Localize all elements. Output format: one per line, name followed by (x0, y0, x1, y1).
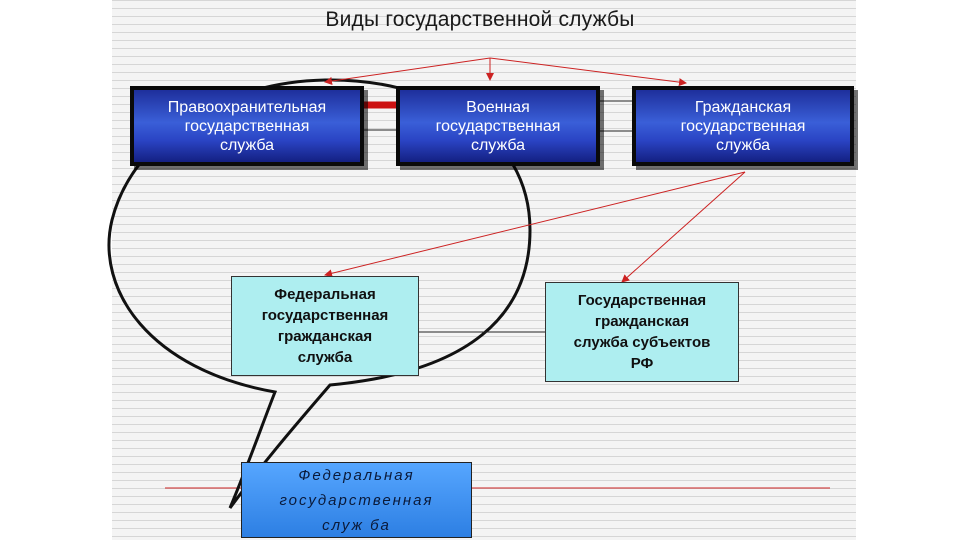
law-enforcement-service-box: Правоохранительная государственная служб… (130, 86, 364, 166)
arrow-title-civil (489, 57, 687, 87)
federal-civil-service-box: Федеральная государственная гражданская … (231, 276, 419, 376)
military-service-box: Военная государственная служба (396, 86, 600, 166)
arrow-civil-subject (621, 171, 746, 283)
diagram-title: Виды государственной службы (325, 8, 635, 31)
federal-state-service-box: Федеральная государственная служ ба (241, 462, 472, 538)
arrow-title-law (324, 57, 491, 85)
civil-service-box: Гражданская государственная служба (632, 86, 854, 166)
subject-civil-service-box: Государственная гражданская служба субъе… (545, 282, 739, 382)
arrow-civil-federal (324, 171, 746, 278)
